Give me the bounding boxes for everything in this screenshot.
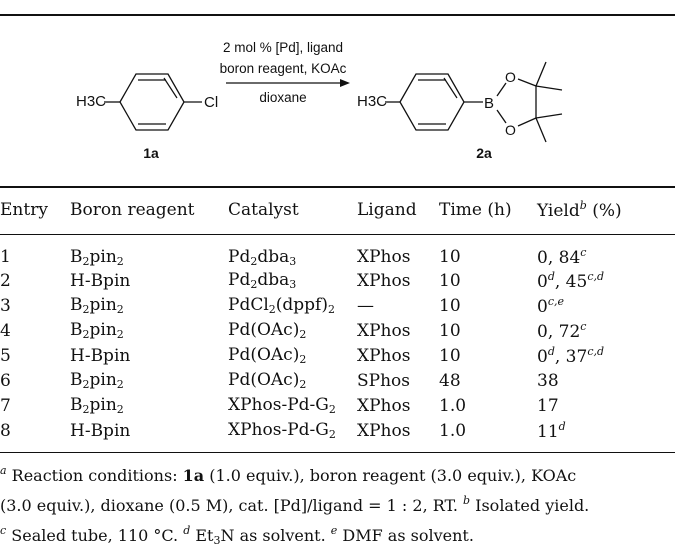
boron-reagent-cell: B2pin2 [70,246,124,268]
catalyst-cell: Pd(OAc)2 [228,370,307,391]
boron-reagent-cell: H-Bpin [70,270,131,291]
entry-cell: 7 [0,395,11,416]
boron-reagent-cell: H-Bpin [70,345,131,366]
yield-cell: 0, 84c [537,246,587,268]
header-boron-reagent: Boron reagent [70,200,195,220]
table-row: 1 B2pin2 Pd2dba3 XPhos 10 0, 84c [0,234,675,268]
methyl-bond [535,61,547,87]
yield-cell: 0d, 37c,d [537,344,605,367]
header-catalyst: Catalyst [228,200,299,220]
yield-cell: 11d [537,419,566,442]
product-methyl: H3C [357,93,387,110]
time-cell: 10 [439,247,461,267]
table-row: 8 H-Bpin XPhos-Pd-G2 XPhos 1.0 11d [0,418,675,443]
boron-reagent-cell: B2pin2 [70,295,124,316]
catalyst-cell: Pd2dba3 [228,270,297,291]
table-row: 4 B2pin2 Pd(OAc)2 XPhos 10 0, 72c [0,318,675,343]
reaction-scheme: H3C Cl 1a 2 mol % [Pd], ligand boron rea… [76,40,563,161]
ligand-cell: XPhos [357,270,411,291]
entry-cell: 5 [0,345,11,366]
header-ligand: Ligand [357,200,417,220]
product-label: 2a [476,145,492,161]
ligand-cell: XPhos [357,395,411,416]
boron-reagent-cell: H-Bpin [70,420,131,441]
ligand-cell: — [357,295,374,316]
catalyst-cell: XPhos-Pd-G2 [228,420,336,441]
methyl-bond [535,85,563,91]
entry-cell: 8 [0,420,11,441]
footnote-c-d-e: c Sealed tube, 110 °C. d Et3N as solvent… [0,524,474,547]
entry-cell: 6 [0,370,11,391]
oxygen-atom-top: O [505,69,516,85]
time-cell: 1.0 [439,395,467,416]
boronate-bond [496,109,507,124]
product-benzene-ring [399,73,465,131]
boron-reagent-cell: B2pin2 [70,320,124,341]
boronate-bond [496,82,507,97]
entry-cell: 1 [0,247,11,267]
header-time: Time (h) [439,200,512,220]
boronate-bond [517,78,537,87]
footnote-a-line-2: (3.0 equiv.), dioxane (0.5 M), cat. [Pd]… [0,494,590,515]
table-bottom-rule [0,452,675,453]
scheme-bottom-rule [0,186,675,188]
table-header-row: Entry Boron reagent Catalyst Ligand Time… [0,186,675,234]
time-cell: 10 [439,320,461,341]
entry-cell: 3 [0,295,11,316]
product-ring-double-bond [443,77,458,99]
time-cell: 10 [439,270,461,291]
time-cell: 1.0 [439,420,467,441]
top-rule [0,14,675,16]
ligand-cell: XPhos [357,247,411,267]
yield-cell: 0, 72c [537,319,587,342]
table-row: 7 B2pin2 XPhos-Pd-G2 XPhos 1.0 17 [0,393,675,418]
catalyst-cell: Pd2dba3 [228,246,297,268]
entry-cell: 4 [0,320,11,341]
methyl-bond [535,113,563,119]
boron-reagent-cell: B2pin2 [70,370,124,391]
yield-cell: 0d, 45c,d [537,269,605,292]
footnotes: a Reaction conditions: 1a (1.0 equiv.), … [0,458,675,553]
time-cell: 10 [439,345,461,366]
footnote-d-text: Et3N as solvent. [190,526,331,547]
catalyst-cell: Pd(OAc)2 [228,345,307,366]
ligand-cell: XPhos [357,345,411,366]
table-row: 2 H-Bpin Pd2dba3 XPhos 10 0d, 45c,d [0,268,675,293]
table-row: 6 B2pin2 Pd(OAc)2 SPhos 48 38 [0,368,675,393]
conditions-line-3: dioxane [259,90,306,105]
header-yield: Yieldb (%) [537,199,622,221]
reactant-chloride: Cl [204,94,218,111]
entry-cell: 2 [0,270,11,291]
ligand-cell: XPhos [357,420,411,441]
boron-reagent-cell: B2pin2 [70,395,124,416]
yield-cell: 0c,e [537,294,564,317]
reactant-benzene-ring [119,73,185,131]
time-cell: 10 [439,295,461,316]
results-table: Entry Boron reagent Catalyst Ligand Time… [0,186,675,443]
reaction-arrow-head [340,79,350,87]
table-row: 5 H-Bpin Pd(OAc)2 XPhos 10 0d, 37c,d [0,343,675,368]
methyl-bond [535,117,547,143]
catalyst-cell: XPhos-Pd-G2 [228,395,336,416]
yield-cell: 17 [537,395,559,416]
conditions-line-1: 2 mol % [Pd], ligand [223,40,343,55]
catalyst-cell: PdCl2(dppf)2 [228,295,335,316]
table-row: 3 B2pin2 PdCl2(dppf)2 — 10 0c,e [0,293,675,318]
header-rule [0,234,675,235]
boronate-bond [517,117,537,127]
footnote-a-line-1: a Reaction conditions: 1a (1.0 equiv.), … [0,464,577,485]
time-cell: 48 [439,370,461,391]
reactant-methyl: H3C [76,93,106,110]
yield-cell: 38 [537,370,559,391]
oxygen-atom-bottom: O [505,122,516,138]
reactant-ring-double-bond [163,77,178,99]
header-entry: Entry [0,200,48,220]
ligand-cell: XPhos [357,320,411,341]
conditions-line-2: boron reagent, KOAc [220,61,347,76]
boron-atom: B [484,95,494,112]
catalyst-cell: Pd(OAc)2 [228,320,307,341]
reactant-label: 1a [143,145,159,161]
ligand-cell: SPhos [357,370,410,391]
